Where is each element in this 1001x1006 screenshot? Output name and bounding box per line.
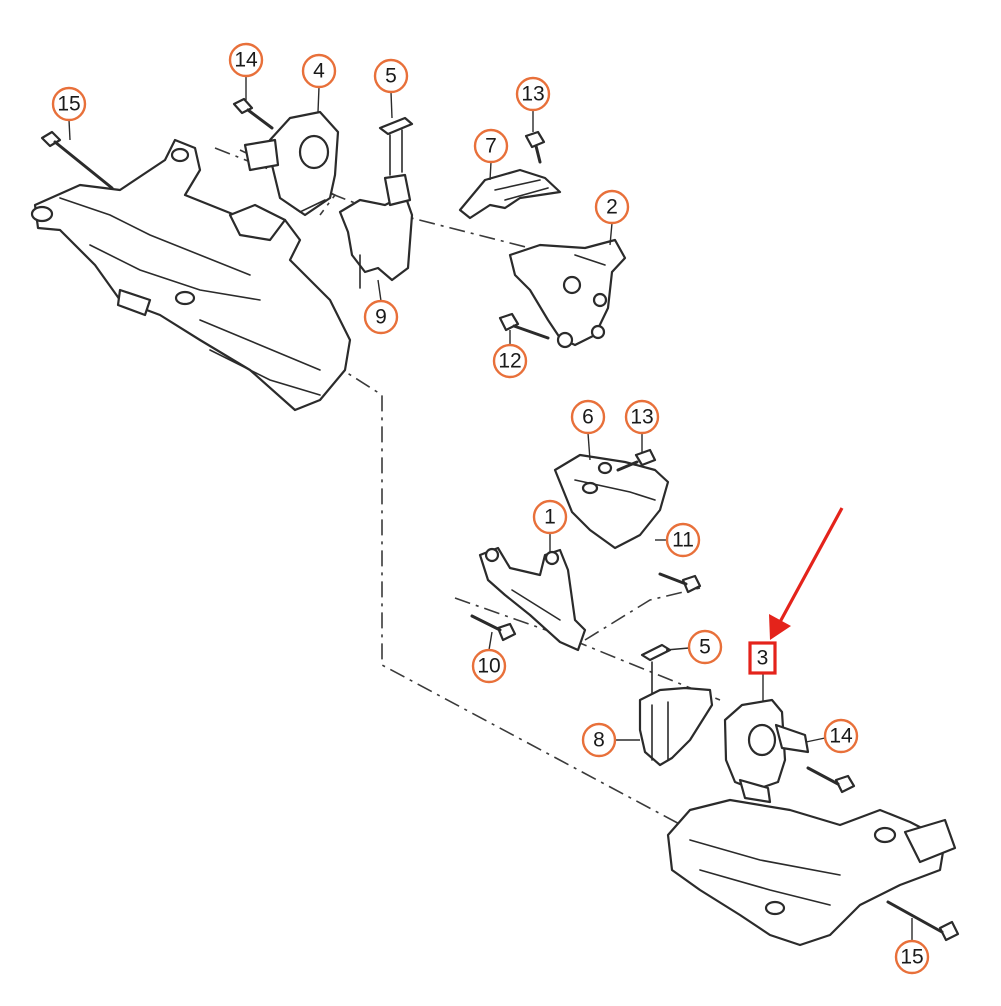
callout-4: 4 xyxy=(301,53,337,89)
bolt-13-upper xyxy=(524,130,546,164)
callout-5-lower: 5 xyxy=(687,629,723,665)
bolt-10 xyxy=(470,614,517,642)
bolt-15-lower xyxy=(886,900,960,942)
subframe-right xyxy=(666,798,957,947)
bracket-2 xyxy=(508,238,627,349)
svg-text:5: 5 xyxy=(699,636,711,659)
bracket-8-with-clip-5 xyxy=(638,643,714,767)
engine-mount-4 xyxy=(243,110,340,217)
svg-text:8: 8 xyxy=(593,729,605,752)
svg-text:5: 5 xyxy=(385,65,397,88)
callout-8: 8 xyxy=(581,722,617,758)
bolt-15-upper xyxy=(40,130,114,190)
svg-text:12: 12 xyxy=(498,350,521,373)
callout-6: 6 xyxy=(570,399,606,435)
svg-text:13: 13 xyxy=(630,406,653,429)
svg-text:3: 3 xyxy=(757,647,769,670)
callout-12: 12 xyxy=(492,343,528,379)
svg-text:15: 15 xyxy=(57,93,80,116)
callout-14-lower: 14 xyxy=(823,718,859,754)
callout-1: 1 xyxy=(532,499,568,535)
svg-text:9: 9 xyxy=(375,306,387,329)
svg-text:14: 14 xyxy=(829,725,853,748)
engine-mount-3 xyxy=(723,698,810,804)
heat-shield-6 xyxy=(553,453,670,550)
callout-10: 10 xyxy=(471,648,507,684)
bolt-14-upper xyxy=(232,97,274,130)
callout-2: 2 xyxy=(594,189,630,225)
svg-text:6: 6 xyxy=(582,406,594,429)
highlight-arrow xyxy=(769,507,844,640)
callout-3-highlighted: 3 xyxy=(748,641,777,675)
callout-14-upper: 14 xyxy=(228,42,264,78)
callout-5-upper: 5 xyxy=(373,58,409,94)
subframe-left xyxy=(30,138,352,412)
bolt-11 xyxy=(658,572,702,594)
callout-7: 7 xyxy=(473,128,509,164)
callout-13-lower: 13 xyxy=(624,399,660,435)
bolt-14-lower xyxy=(806,766,856,794)
bracket-9-with-clip-5 xyxy=(338,116,414,289)
bolt-12 xyxy=(498,312,550,340)
svg-text:14: 14 xyxy=(234,49,258,72)
svg-text:10: 10 xyxy=(477,655,500,678)
svg-text:11: 11 xyxy=(672,529,694,552)
svg-text:2: 2 xyxy=(606,196,618,219)
callout-11: 11 xyxy=(665,522,701,558)
callout-15-upper: 15 xyxy=(51,86,87,122)
svg-text:7: 7 xyxy=(485,135,497,158)
svg-text:15: 15 xyxy=(900,946,923,969)
bracket-1 xyxy=(478,546,587,652)
callout-9: 9 xyxy=(363,299,399,335)
svg-text:4: 4 xyxy=(313,60,325,83)
bolt-13-lower xyxy=(616,448,657,472)
heat-shield-7 xyxy=(458,168,562,220)
svg-text:13: 13 xyxy=(521,83,544,106)
leader-lines xyxy=(68,76,913,941)
callout-13-upper: 13 xyxy=(515,76,551,112)
callout-15-lower: 15 xyxy=(894,939,930,975)
svg-text:1: 1 xyxy=(544,506,556,529)
